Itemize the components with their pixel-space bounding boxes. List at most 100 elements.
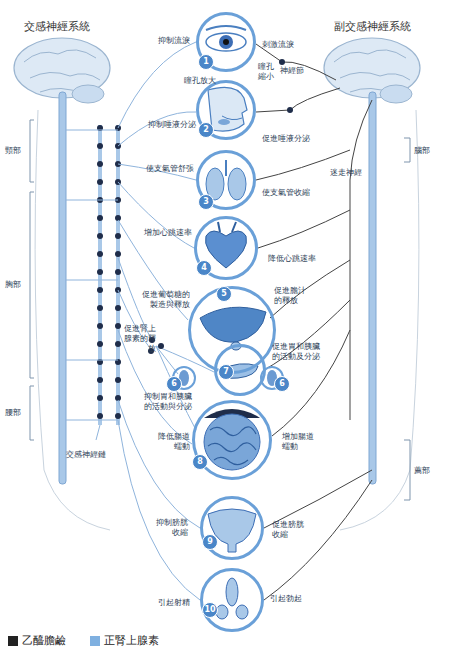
organ-circle: 3 xyxy=(196,150,256,210)
function-label: 降低腸道蠕動 xyxy=(156,432,190,452)
function-label: 抑制唾液分泌 xyxy=(140,120,196,130)
function-label: 促進唾液分泌 xyxy=(262,134,318,144)
function-label: 引起射精 xyxy=(150,598,190,608)
sympathetic-chain xyxy=(97,161,103,167)
intestine xyxy=(208,427,256,465)
sympathetic-nerve xyxy=(66,420,118,421)
liver xyxy=(200,307,266,350)
function-label: 抑制胃和胰臟的活動與分泌 xyxy=(142,392,192,412)
sympathetic-chain xyxy=(97,269,103,275)
heart xyxy=(205,231,246,268)
sympathetic-chain xyxy=(115,341,121,347)
function-label: 神經節 xyxy=(280,66,310,76)
region-bracket xyxy=(404,138,410,162)
sympathetic-chain xyxy=(115,251,121,257)
intestine xyxy=(204,409,260,470)
heart xyxy=(205,222,246,268)
function-label: 交感神經鏈 xyxy=(66,450,116,460)
spinal-cord xyxy=(59,92,376,484)
sympathetic-chain xyxy=(97,287,103,293)
function-label: 瞳孔放大 xyxy=(176,76,216,86)
region-label: 腦部 xyxy=(414,146,438,156)
function-label: 抑制膀胱收縮 xyxy=(154,518,188,538)
organ-circle: 7 xyxy=(214,344,266,396)
region-bracket xyxy=(404,440,410,500)
organ-circle: 8 xyxy=(192,400,272,480)
callout-number: 9 xyxy=(202,534,218,550)
lungs xyxy=(225,160,227,176)
function-label: 抑制流淚 xyxy=(150,36,190,46)
head xyxy=(218,119,230,125)
organ-circle: 2 xyxy=(196,80,256,140)
sympathetic-chain xyxy=(97,377,103,383)
eye xyxy=(206,33,246,51)
function-label: 降低心跳速率 xyxy=(268,254,324,264)
function-label: 引起勃起 xyxy=(270,594,310,604)
intestine xyxy=(204,414,260,470)
region-bracket xyxy=(30,192,34,378)
region-label: 薦部 xyxy=(414,466,438,476)
body-outline xyxy=(35,110,419,530)
sympathetic-chain xyxy=(97,323,103,329)
sympathetic-nerve xyxy=(66,360,118,361)
sympathetic-chain xyxy=(115,413,121,419)
sympathetic-chain xyxy=(115,233,121,239)
eye xyxy=(206,26,246,51)
parasympathetic-nerve xyxy=(264,470,372,528)
callout-number: 7 xyxy=(218,364,234,380)
sympathetic-chain xyxy=(97,125,121,425)
callout-number: 6 xyxy=(166,376,182,392)
callout-number: 8 xyxy=(192,454,208,470)
function-label: 促進膽汁的釋放 xyxy=(274,286,308,306)
region-bracket xyxy=(30,120,410,500)
organ-circle: 6 xyxy=(172,366,196,390)
sympathetic-nerve xyxy=(156,346,214,372)
reproductive-organ xyxy=(226,578,238,606)
sympathetic-nerve xyxy=(118,164,196,180)
brain xyxy=(72,85,104,103)
organ-circle: 6 xyxy=(260,366,284,390)
spinal-cord xyxy=(369,92,376,484)
parasympathetic-nerve xyxy=(272,330,350,436)
parasympathetic-nerve xyxy=(270,260,350,318)
callout-number: 2 xyxy=(198,122,214,138)
organ-circle: 10 xyxy=(200,568,264,632)
organ-circle: 1 xyxy=(196,12,256,72)
parasympathetic-nerve xyxy=(256,88,340,112)
system-heading: 副交感神經系統 xyxy=(334,20,444,34)
organ-circle: 5 xyxy=(188,286,276,374)
callout-number: 1 xyxy=(198,54,214,70)
sympathetic-nerve xyxy=(66,280,118,281)
heart xyxy=(218,222,236,232)
sympathetic-nerve xyxy=(118,112,196,146)
liver xyxy=(200,307,266,342)
reproductive-organ xyxy=(236,605,248,619)
callout-number: 6 xyxy=(274,376,290,392)
head xyxy=(208,87,247,131)
celiac-ganglion xyxy=(158,343,164,349)
function-label: 使支氣管收縮 xyxy=(262,188,318,198)
lungs xyxy=(206,160,246,200)
parasympathetic-nerve xyxy=(350,100,372,420)
sympathetic-chain xyxy=(115,269,121,275)
sympathetic-chain xyxy=(97,395,103,401)
sympathetic-chain xyxy=(97,179,103,185)
callout-number: 3 xyxy=(198,194,214,210)
region-label: 頸部 xyxy=(5,146,27,156)
ganglion xyxy=(287,107,293,113)
function-label: 增加心跳速率 xyxy=(136,228,192,238)
parasympathetic-nerve xyxy=(264,480,372,600)
sympathetic-chain xyxy=(115,377,121,383)
sympathetic-chain xyxy=(97,341,103,347)
eye xyxy=(206,26,246,30)
sympathetic-chain xyxy=(115,323,121,329)
callout-number: 10 xyxy=(202,602,218,618)
sympathetic-chain xyxy=(97,215,103,221)
function-label: 促進胃和胰臟的活動及分泌 xyxy=(272,342,322,362)
region-label: 腰部 xyxy=(5,408,27,418)
function-label: 迷走神經 xyxy=(330,168,370,178)
sympathetic-chain xyxy=(97,251,103,257)
reproductive-organ xyxy=(216,578,248,619)
callout-number: 4 xyxy=(196,260,212,276)
